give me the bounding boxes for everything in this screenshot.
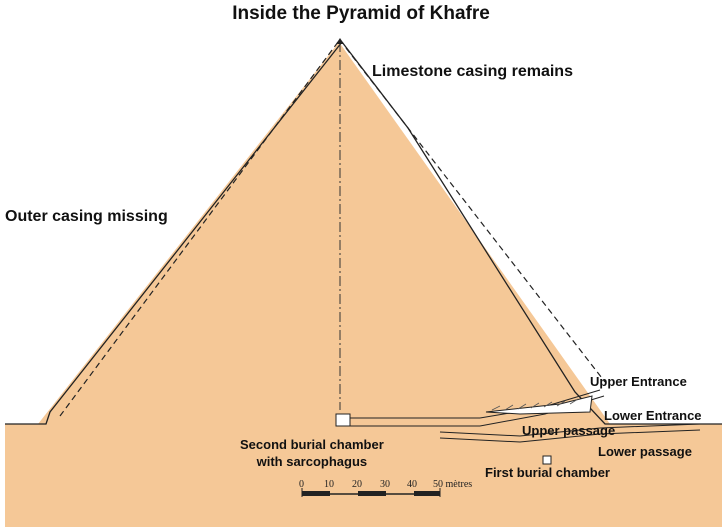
bedrock [5,424,722,527]
scale-label-40: 40 [407,479,417,490]
scale-label-20: 20 [352,479,362,490]
label-upper-entrance: Upper Entrance [590,374,687,389]
apex [336,38,344,44]
pyramid-left-edge [5,41,343,425]
label-lower-passage: Lower passage [598,444,692,459]
label-second-burial-chamber-line1: Second burial chamber [240,437,384,452]
label-lower-entrance: Lower Entrance [604,408,702,423]
label-first-burial-chamber: First burial chamber [485,465,610,480]
lower-passage-line-b [439,429,701,443]
lower-passage-line [439,423,701,437]
label-limestone-casing-remains: Limestone casing remains [372,63,573,80]
page-title: Inside the Pyramid of Khafre [232,3,490,24]
pyramid-body [5,42,722,432]
scale-label-50: 50 mètres [433,479,473,490]
scale-bar-seg [358,491,386,496]
label-outer-casing-missing: Outer casing missing [5,208,168,225]
scale-label-10: 10 [324,479,334,490]
first-burial-chamber [542,455,552,465]
casing-dashed-left [59,41,339,417]
scale-bar-seg [302,491,330,496]
casing-dashed-right [345,47,606,383]
second-burial-chamber [335,413,351,427]
rubble-hatch [491,398,579,411]
scale-label-30: 30 [380,479,390,490]
scale-bar-seg [414,491,440,496]
label-second-burial-chamber: Second burial chamber with sarcophagus [240,436,384,470]
scale-label-0: 0 [299,479,304,490]
rubble-area [485,395,593,415]
label-second-burial-chamber-line2: with sarcophagus [256,454,368,469]
label-upper-passage: Upper passage [522,423,616,438]
